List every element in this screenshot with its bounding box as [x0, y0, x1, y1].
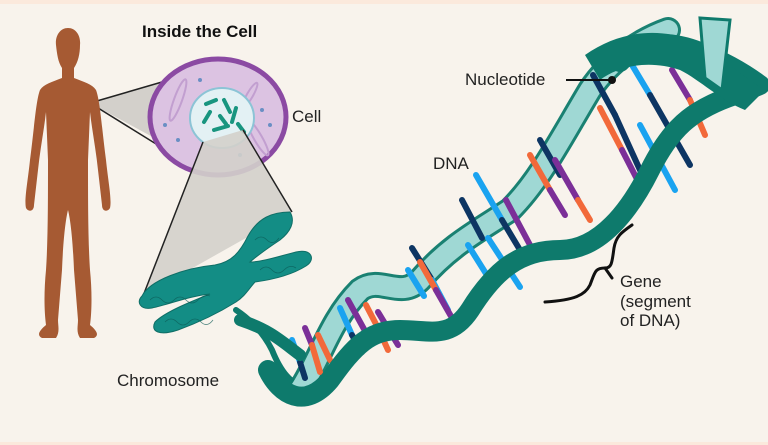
diagram-title: Inside the Cell	[142, 22, 258, 41]
zoom-cone-chromosome	[142, 129, 293, 297]
nucleotide-label: Nucleotide	[465, 70, 546, 89]
chromosome-label: Chromosome	[117, 371, 220, 390]
gene-label-line2: (segment	[620, 291, 691, 311]
top-border	[0, 0, 768, 4]
gene-label: Gene (segment of DNA)	[620, 272, 691, 331]
cell-label: Cell	[292, 107, 322, 126]
nucleotide-pointer	[566, 76, 616, 84]
bottom-border	[0, 442, 768, 445]
dna-label: DNA	[433, 154, 469, 173]
human-silhouette-icon	[25, 28, 111, 338]
chromosome-icon	[138, 211, 312, 334]
dna-helix-icon	[233, 16, 768, 407]
gene-label-line3: of DNA)	[620, 311, 681, 331]
gene-label-line1: Gene	[620, 272, 662, 291]
curly-brace-icon	[543, 223, 634, 304]
chromosome-texture	[149, 236, 297, 326]
